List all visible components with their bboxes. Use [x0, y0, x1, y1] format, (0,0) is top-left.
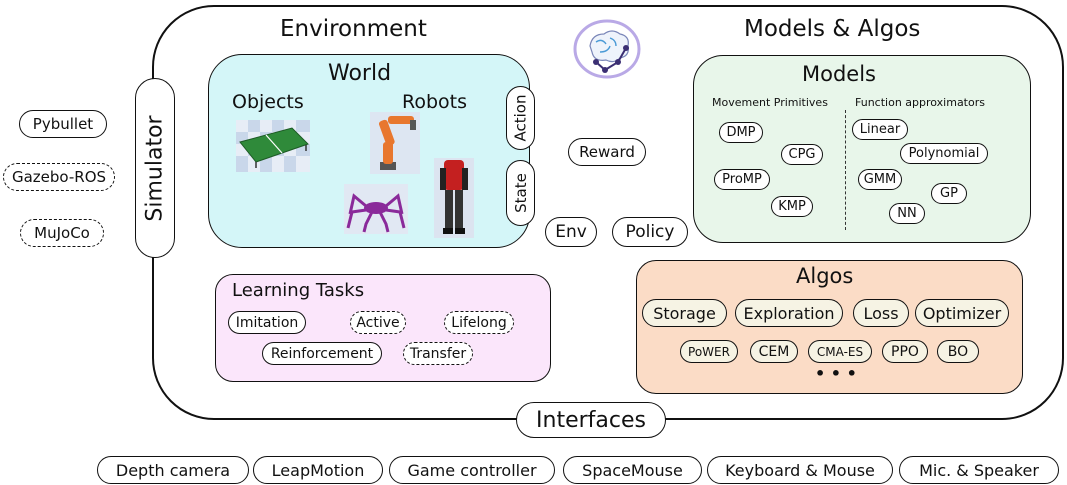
device-mic-speaker[interactable]: Mic. & Speaker	[899, 456, 1059, 484]
model-linear[interactable]: Linear	[852, 119, 908, 140]
algo-ppo[interactable]: PPO	[882, 340, 928, 363]
environment-title: Environment	[280, 16, 427, 42]
model-kmp[interactable]: KMP	[771, 196, 813, 217]
env-pill[interactable]: Env	[545, 217, 597, 247]
device-leapmotion[interactable]: LeapMotion	[253, 456, 383, 484]
algos-box	[636, 260, 1023, 394]
action-pill[interactable]: Action	[506, 86, 535, 150]
task-active[interactable]: Active	[350, 311, 406, 334]
algo-cem[interactable]: CEM	[750, 340, 798, 363]
device-depth-camera[interactable]: Depth camera	[97, 456, 249, 484]
device-keyboard-mouse[interactable]: Keyboard & Mouse	[707, 456, 893, 484]
algo-power[interactable]: PoWER	[680, 340, 738, 363]
policy-pill[interactable]: Policy	[612, 217, 688, 247]
state-pill[interactable]: State	[506, 160, 535, 226]
function-approximators-heading: Function approximators	[855, 96, 985, 109]
task-transfer[interactable]: Transfer	[403, 342, 473, 365]
learning-tasks-title: Learning Tasks	[232, 280, 365, 301]
hexapod-robot-image	[344, 184, 408, 234]
state-label: State	[511, 173, 530, 213]
model-promp[interactable]: ProMP	[714, 169, 770, 190]
device-game-controller[interactable]: Game controller	[389, 456, 555, 484]
interfaces-pill[interactable]: Interfaces	[516, 402, 666, 438]
objects-label: Objects	[232, 91, 304, 113]
humanoid-robot-image	[434, 158, 474, 238]
model-polynomial[interactable]: Polynomial	[900, 143, 988, 164]
task-reinforcement[interactable]: Reinforcement	[262, 342, 382, 365]
models-algos-title: Models & Algos	[744, 16, 921, 42]
simulator-label: Simulator	[142, 114, 168, 222]
model-nn[interactable]: NN	[889, 203, 925, 224]
model-dmp[interactable]: DMP	[719, 122, 763, 143]
reward-pill[interactable]: Reward	[568, 138, 646, 166]
algos-title: Algos	[796, 264, 854, 288]
models-title: Models	[802, 62, 876, 86]
movement-primitives-heading: Movement Primitives	[712, 96, 828, 109]
simulator-option-pybullet[interactable]: Pybullet	[19, 110, 107, 138]
algo-component-storage[interactable]: Storage	[642, 299, 727, 327]
simulator-pill[interactable]: Simulator	[135, 78, 175, 258]
algos-more-ellipsis: • • •	[815, 364, 857, 383]
simulator-option-gazebo-ros[interactable]: Gazebo-ROS	[3, 163, 115, 191]
task-imitation[interactable]: Imitation	[228, 311, 306, 334]
algo-bo[interactable]: BO	[937, 340, 979, 363]
device-spacemouse[interactable]: SpaceMouse	[563, 456, 702, 484]
model-cpg[interactable]: CPG	[781, 144, 823, 165]
algo-component-loss[interactable]: Loss	[853, 299, 909, 327]
action-label: Action	[511, 94, 530, 142]
simulator-option-mujoco[interactable]: MuJoCo	[20, 219, 104, 247]
table-tennis-table-image	[236, 120, 310, 172]
algo-cma-es[interactable]: CMA-ES	[808, 340, 872, 363]
models-divider	[845, 110, 846, 230]
brain-network-logo-icon	[572, 18, 642, 80]
algo-component-exploration[interactable]: Exploration	[735, 299, 843, 327]
algo-component-optimizer[interactable]: Optimizer	[915, 299, 1009, 327]
task-lifelong[interactable]: Lifelong	[444, 311, 514, 334]
model-gmm[interactable]: GMM	[858, 169, 902, 190]
industrial-arm-robot-image	[370, 112, 420, 174]
world-title: World	[328, 61, 392, 86]
robots-label: Robots	[402, 91, 468, 113]
model-gp[interactable]: GP	[931, 183, 967, 204]
